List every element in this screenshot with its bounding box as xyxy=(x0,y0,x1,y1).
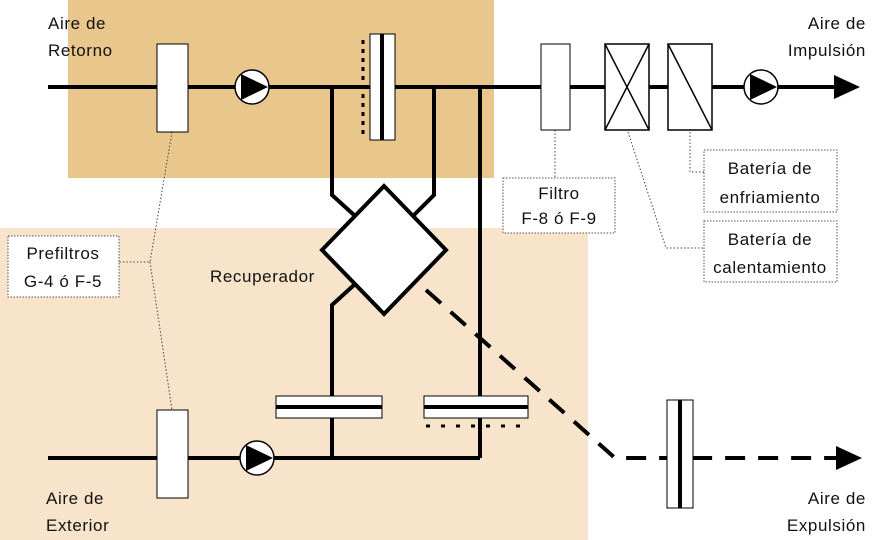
cooling-coil-label-box xyxy=(703,149,838,213)
outside-damper xyxy=(275,395,383,419)
return-damper xyxy=(361,33,396,141)
outside-air-label-1: Aire de xyxy=(46,489,104,508)
filter-label-2: F-8 ó F-9 xyxy=(521,209,596,228)
exhaust-arrowhead xyxy=(836,446,862,470)
bypass-damper xyxy=(423,395,529,428)
recuperator xyxy=(319,183,449,317)
supply-fan-icon xyxy=(743,69,779,105)
supply-air-label-2: Impulsión xyxy=(788,41,866,60)
exhaust-damper xyxy=(666,399,694,509)
heating-coil xyxy=(667,43,713,131)
prefilters-label-box xyxy=(7,235,120,298)
return-air-label-1: Aire de xyxy=(48,14,106,33)
final-filter xyxy=(540,43,571,131)
cooling-coil-label-1: Batería de xyxy=(728,159,812,178)
return-fan-icon xyxy=(234,69,270,105)
cooling-coil-label-2: enfriamiento xyxy=(720,188,821,207)
supply-arrowhead xyxy=(834,75,860,99)
filter-label-1: Filtro xyxy=(538,184,579,203)
supply-air-label-1: Aire de xyxy=(808,14,866,33)
outside-air-label-2: Exterior xyxy=(46,516,109,535)
return-prefilter xyxy=(156,43,189,133)
prefilters-label-1: Prefiltros xyxy=(26,244,99,263)
heating-coil-label-2: calentamiento xyxy=(713,258,827,277)
exhaust-air-label-1: Aire de xyxy=(808,489,866,508)
outside-prefilter xyxy=(156,409,189,499)
heating-coil-label-box xyxy=(703,220,838,283)
filter-label-box xyxy=(502,177,616,234)
prefilters-label-2: G-4 ó F-5 xyxy=(24,272,102,291)
return-air-label-2: Retorno xyxy=(48,41,113,60)
leader-lines xyxy=(118,130,704,411)
outside-fan-icon xyxy=(239,440,275,476)
heating-coil-label-1: Batería de xyxy=(728,230,812,249)
exhaust-air-label-2: Expulsión xyxy=(787,516,866,535)
exhaust-duct xyxy=(424,288,836,460)
recuperator-label: Recuperador xyxy=(210,267,315,286)
cooling-coil xyxy=(604,43,650,131)
